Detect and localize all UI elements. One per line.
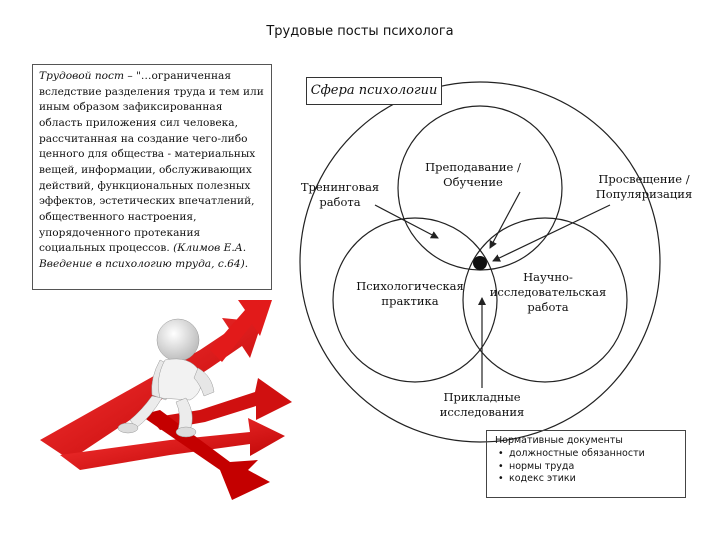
- label-teaching: Преподавание / Обучение: [418, 160, 528, 190]
- label-training: Тренинговая работа: [292, 180, 388, 210]
- arrow-teaching: [490, 192, 520, 248]
- norms-box: Нормативные документы должностные обязан…: [486, 430, 686, 498]
- label-applied: Прикладные исследования: [424, 390, 540, 420]
- label-practice: Психологическая практика: [350, 279, 470, 309]
- norms-item: нормы труда: [509, 461, 677, 474]
- sphere-label: Сфера психологии: [306, 77, 442, 105]
- arrow-training: [375, 205, 438, 238]
- label-research: Научно-исследовательская работа: [486, 270, 610, 315]
- norms-list: должностные обязанности нормы труда коде…: [495, 448, 677, 486]
- norms-item: кодекс этики: [509, 473, 677, 486]
- norms-title: Нормативные документы: [495, 435, 677, 448]
- center-point: [473, 256, 487, 270]
- norms-item: должностные обязанности: [509, 448, 677, 461]
- label-enlightenment: Просвещение / Популяризация: [588, 172, 700, 202]
